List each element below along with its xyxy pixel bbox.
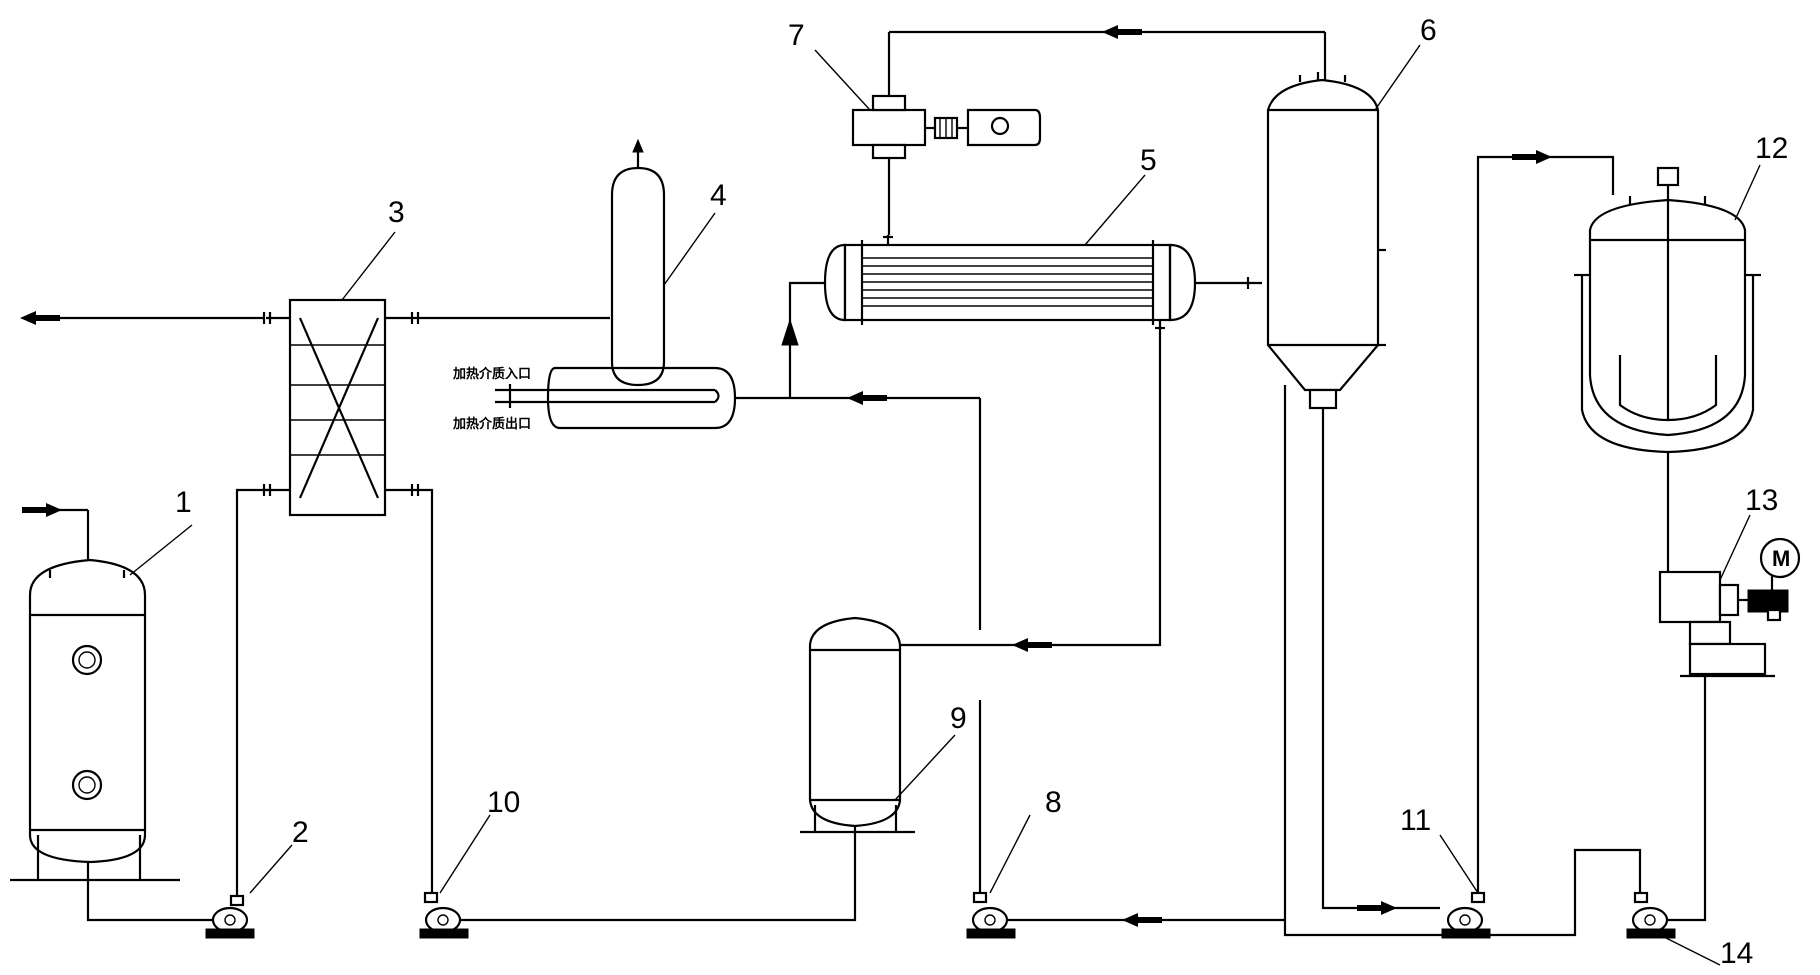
label-4: 4 [710,179,727,212]
label-7: 7 [788,19,805,52]
leader-14 [1659,934,1721,966]
heating-outlet-label: 加热介质出口 [452,416,531,432]
label-11: 11 [1400,804,1431,837]
compressor-7 [851,94,1042,160]
pump-10 [419,891,469,939]
plate-heat-exchanger-3 [262,298,420,517]
leader-9 [894,734,956,801]
leader-2 [249,844,293,894]
label-13: 13 [1745,484,1778,517]
leader-12 [1734,164,1761,221]
tube-heater-5 [823,235,1197,330]
label-2: 2 [292,816,309,849]
leader-3 [341,231,396,301]
pump-2 [205,894,255,939]
pump-14 [1626,891,1676,939]
leader-1 [129,524,193,576]
label-3: 3 [388,196,405,229]
label-14: 14 [1720,937,1753,970]
pump-8 [966,891,1016,939]
label-6: 6 [1420,14,1437,47]
storage-tank-1 [10,503,180,882]
pump-13-with-motor [1658,537,1801,678]
label-12: 12 [1755,132,1788,165]
label-10: 10 [487,786,520,819]
reactor-12 [1574,166,1761,462]
leader-5 [1084,174,1146,246]
label-5: 5 [1140,144,1157,177]
receiver-tank-9 [800,616,915,834]
pump-11 [1441,891,1491,939]
leader-7 [814,49,871,111]
label-9: 9 [950,702,967,735]
label-8: 8 [1045,786,1062,819]
label-1: 1 [175,486,192,519]
leader-6 [1374,44,1421,111]
leader-4 [663,212,716,286]
leader-10 [439,814,491,894]
heating-inlet-label: 加热介质入口 [452,366,531,382]
leader-13 [1719,514,1751,581]
evaporator-6 [1266,72,1386,410]
motor-label: M [1772,546,1790,571]
separator-4 [495,138,790,430]
leader-11 [1439,834,1479,894]
leader-8 [989,814,1031,894]
